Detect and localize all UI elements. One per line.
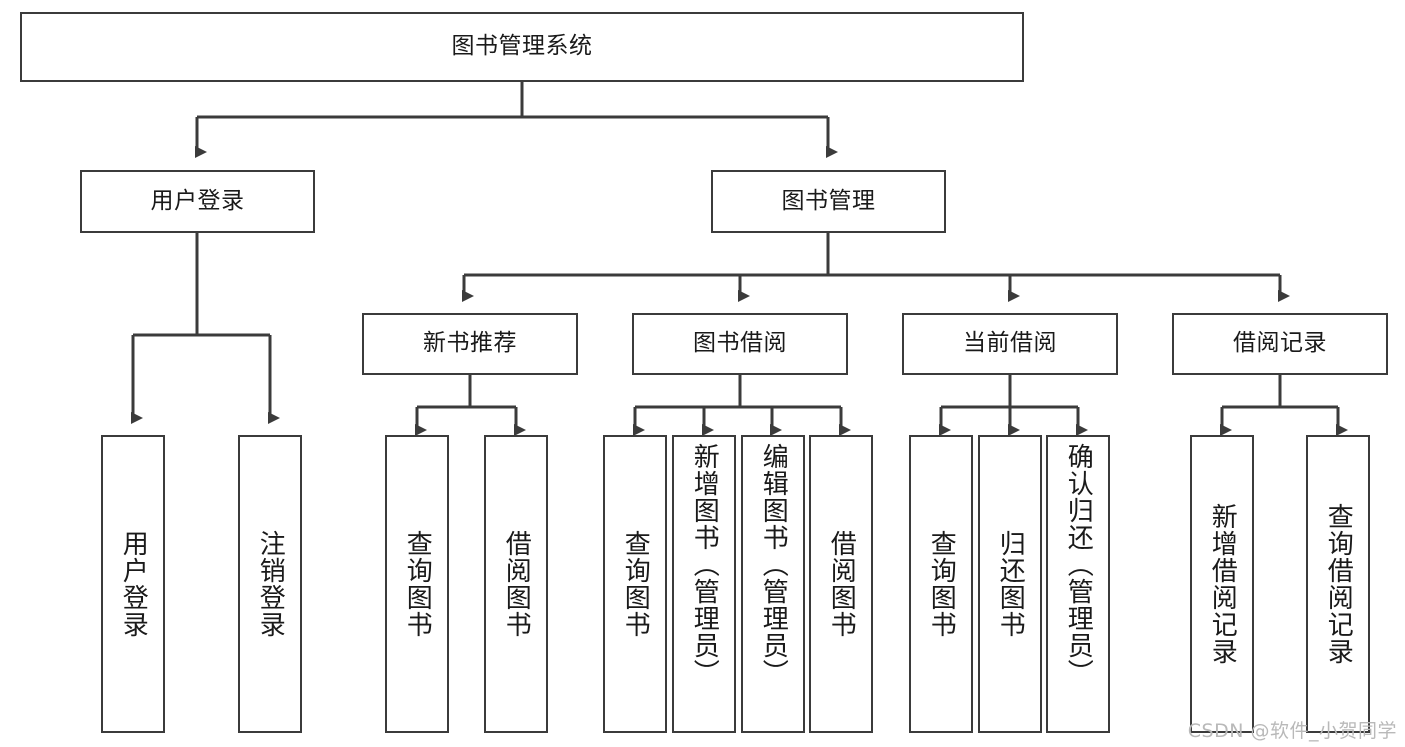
node-root[interactable]: 图书管理系统 xyxy=(20,12,1024,82)
leaf-user-logout-label: 注销登录 xyxy=(255,530,286,638)
node-book-management[interactable]: 图书管理 xyxy=(711,170,946,233)
leaf-query-book-3-label: 查询图书 xyxy=(926,530,957,638)
leaf-user-logout[interactable]: 注销登录 xyxy=(238,435,302,733)
watermark: CSDN @软件_小贺同学 xyxy=(1187,720,1397,742)
leaf-edit-book-label: 编辑图书（管理员） xyxy=(758,443,789,686)
leaf-add-book[interactable]: 新增图书（管理员） xyxy=(672,435,736,733)
node-current-borrow[interactable]: 当前借阅 xyxy=(902,313,1118,375)
leaf-user-login[interactable]: 用户登录 xyxy=(101,435,165,733)
leaf-return-book-label: 归还图书 xyxy=(995,530,1026,638)
node-current-borrow-label: 当前借阅 xyxy=(963,330,1057,357)
leaf-add-record[interactable]: 新增借阅记录 xyxy=(1190,435,1254,733)
leaf-query-record[interactable]: 查询借阅记录 xyxy=(1306,435,1370,733)
node-borrow-record[interactable]: 借阅记录 xyxy=(1172,313,1388,375)
node-user-login-label: 用户登录 xyxy=(150,187,245,214)
leaf-add-record-label: 新增借阅记录 xyxy=(1207,503,1238,665)
node-book-borrow-label: 图书借阅 xyxy=(693,330,787,357)
node-book-borrow[interactable]: 图书借阅 xyxy=(632,313,848,375)
leaf-confirm-return[interactable]: 确认归还（管理员） xyxy=(1046,435,1110,733)
node-new-book-recommend-label: 新书推荐 xyxy=(423,330,517,357)
node-book-management-label: 图书管理 xyxy=(781,187,876,214)
leaf-user-login-label: 用户登录 xyxy=(118,530,149,638)
leaf-return-book[interactable]: 归还图书 xyxy=(978,435,1042,733)
leaf-query-book-2-label: 查询图书 xyxy=(620,530,651,638)
leaf-borrow-book-1[interactable]: 借阅图书 xyxy=(484,435,548,733)
node-user-login[interactable]: 用户登录 xyxy=(80,170,315,233)
leaf-query-book-3[interactable]: 查询图书 xyxy=(909,435,973,733)
leaf-edit-book[interactable]: 编辑图书（管理员） xyxy=(741,435,805,733)
leaf-query-book-2[interactable]: 查询图书 xyxy=(603,435,667,733)
leaf-borrow-book-1-label: 借阅图书 xyxy=(501,530,532,638)
leaf-confirm-return-label: 确认归还（管理员） xyxy=(1063,443,1094,686)
leaf-borrow-book-2-label: 借阅图书 xyxy=(826,530,857,638)
node-borrow-record-label: 借阅记录 xyxy=(1233,330,1327,357)
leaf-add-book-label: 新增图书（管理员） xyxy=(689,443,720,686)
node-root-label: 图书管理系统 xyxy=(451,33,593,60)
node-new-book-recommend[interactable]: 新书推荐 xyxy=(362,313,578,375)
leaf-borrow-book-2[interactable]: 借阅图书 xyxy=(809,435,873,733)
leaf-query-book-1-label: 查询图书 xyxy=(402,530,433,638)
leaf-query-record-label: 查询借阅记录 xyxy=(1323,503,1354,665)
leaf-query-book-1[interactable]: 查询图书 xyxy=(385,435,449,733)
